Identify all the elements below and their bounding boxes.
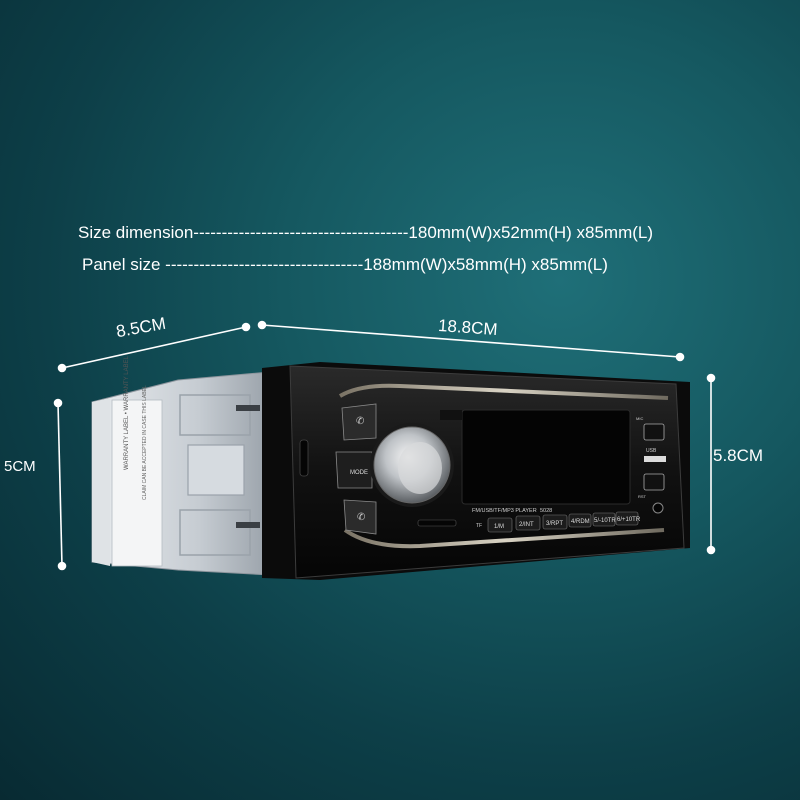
hangup-icon: ✆ (357, 512, 365, 523)
panel-size-spec: Panel size -----------------------------… (82, 255, 608, 274)
preset-6-label: 6/+10TR (617, 517, 641, 523)
cage-height-label: 5CM (4, 458, 36, 475)
usb-label: USB (646, 448, 657, 454)
panel-height-label: 5.8CM (713, 446, 764, 465)
preset-2-label: 2/INT (519, 522, 534, 528)
preset-5-label: 5/-10TR (594, 518, 616, 524)
phone-icon: ✆ (356, 416, 364, 427)
tf-label: TF (476, 523, 482, 529)
rst-label: RST (638, 494, 647, 499)
mic-label: MIC (636, 416, 643, 421)
preset-1-label: 1/M (494, 524, 504, 530)
preset-buttons: 1/M 2/INT 3/RPT 4/RDM 5/-10TR 6/+10TR (487, 511, 641, 533)
model-label: 5028 (540, 508, 552, 514)
front-panel: MODE ✆ ✆ FM/USB/TF/MP3 PLAYER 5028 TF 1/… (262, 362, 690, 580)
size-dimension-spec: Size dimension--------------------------… (78, 223, 654, 242)
warranty-claim-text: CLAIM CAN BE ACCEPTED IN CASE THIS LABEL (142, 385, 148, 500)
player-label: FM/USB/TF/MP3 PLAYER (472, 508, 537, 514)
aux-jack (652, 502, 664, 514)
preset-3-label: 3/RPT (546, 521, 563, 527)
dimension-lines (53, 320, 716, 571)
metal-cage: WARRANTY LABEL • WARRANTY LABEL CLAIM CA… (91, 355, 271, 576)
usb-port-2 (643, 473, 665, 491)
usb-port-1 (643, 423, 665, 441)
warranty-label-text: WARRANTY LABEL • WARRANTY LABEL (124, 355, 130, 470)
preset-4-label: 4/RDM (571, 519, 590, 525)
mode-button-label: MODE (350, 470, 368, 476)
tf-card-slot (417, 519, 457, 527)
